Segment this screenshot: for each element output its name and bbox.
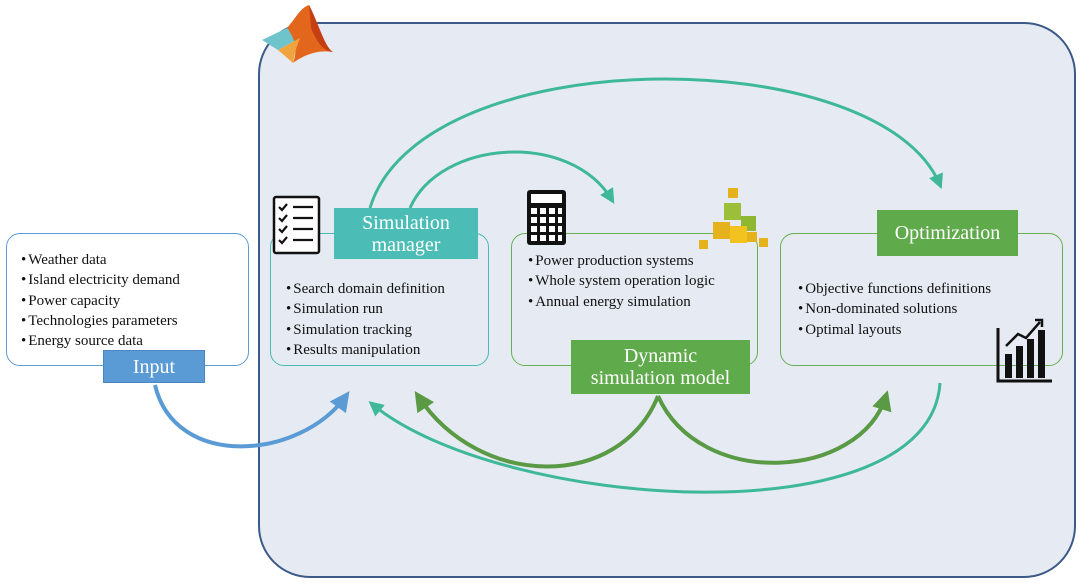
bullet-item: Power capacity (21, 291, 180, 311)
bar-chart-icon (996, 318, 1052, 383)
bullet-item: Energy source data (21, 331, 180, 351)
cubes-icon (699, 188, 768, 249)
bullet-item: Island electricity demand (21, 270, 180, 290)
bullet-item: Non-dominated solutions (798, 299, 991, 319)
dynamic-model-list: Power production systemsWhole system ope… (528, 251, 715, 312)
input-label: Input (103, 350, 205, 383)
arrow-dynamic-model-to-optimization (656, 390, 892, 465)
dynamic-model-box: Power production systemsWhole system ope… (511, 233, 758, 366)
bullet-item: Technologies parameters (21, 311, 180, 331)
bullet-item: Optimal layouts (798, 320, 991, 340)
optimization-label: Optimization (877, 210, 1018, 256)
calculator-icon (527, 190, 566, 245)
arrow-sim-to-optimization (368, 77, 943, 209)
bullet-item: Annual energy simulation (528, 292, 715, 312)
bullet-item: Whole system operation logic (528, 271, 715, 291)
arrow-sim-to-dynamic-model (408, 150, 615, 209)
bullet-item: Simulation run (286, 299, 445, 319)
arrow-dynamic-model-to-sim (414, 390, 660, 469)
simulation-manager-list: Search domain definitionSimulation runSi… (286, 279, 445, 360)
arrow-input-to-sim (153, 384, 350, 449)
bullet-item: Objective functions definitions (798, 279, 991, 299)
simulation-manager-box: Search domain definitionSimulation runSi… (270, 233, 489, 366)
optimization-list: Objective functions definitionsNon-domin… (798, 279, 991, 340)
bullet-item: Search domain definition (286, 279, 445, 299)
optimization-box: Objective functions definitionsNon-domin… (780, 233, 1063, 366)
input-list: Weather dataIsland electricity demandPow… (21, 250, 180, 351)
input-box: Weather dataIsland electricity demandPow… (6, 233, 249, 366)
matlab-logo-icon (262, 5, 333, 63)
bullet-item: Simulation tracking (286, 320, 445, 340)
bullet-item: Power production systems (528, 251, 715, 271)
bullet-item: Results manipulation (286, 340, 445, 360)
bullet-item: Weather data (21, 250, 180, 270)
checklist-icon (272, 195, 321, 255)
arrow-optimization-to-sim (368, 382, 942, 494)
